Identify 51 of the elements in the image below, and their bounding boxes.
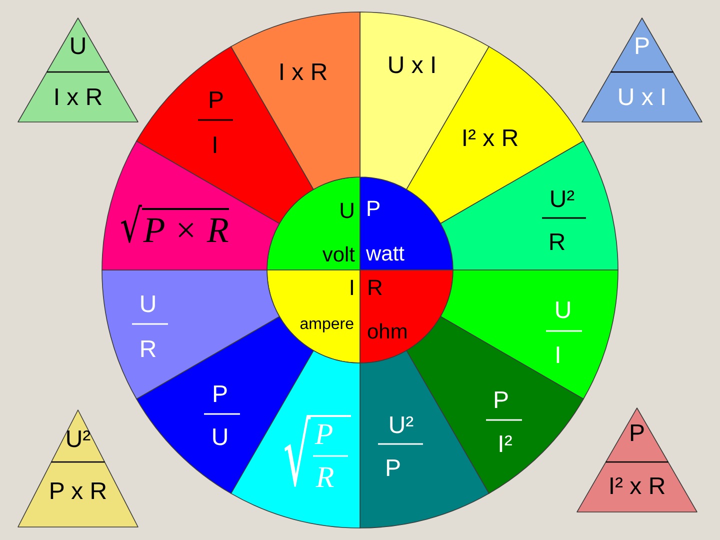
formula: P x R — [48, 480, 108, 504]
quantity-symbol: U — [339, 200, 355, 222]
denominator: I² — [498, 433, 512, 457]
formula: U x I — [617, 86, 667, 110]
denominator: R — [139, 338, 157, 362]
formula-triangle — [17, 409, 139, 528]
denominator: R — [548, 231, 566, 255]
center-quadrant — [359, 176, 454, 271]
wheel-sector — [229, 349, 362, 529]
unit-label: ampere — [300, 317, 354, 333]
formula: I² x R — [461, 127, 519, 151]
quantity-symbol: P — [366, 198, 381, 220]
formula: I x R — [278, 61, 328, 85]
quantity-symbol: I — [348, 277, 355, 299]
numerator: U² — [549, 188, 575, 212]
radicand: P × R — [143, 212, 229, 248]
quantity-symbol: P — [634, 35, 650, 59]
radical-sign: √ — [283, 413, 311, 499]
formula-triangle — [17, 17, 139, 123]
center-quadrant — [359, 269, 454, 364]
denominator: U — [211, 426, 229, 450]
wheel-sector — [405, 45, 585, 225]
quantity-symbol: U² — [65, 428, 91, 452]
formula: U x I — [387, 54, 437, 78]
formula-triangle — [576, 407, 698, 513]
numerator: P — [493, 389, 509, 413]
unit-label: watt — [366, 244, 405, 264]
numerator: U — [139, 293, 157, 317]
denominator: R — [316, 463, 334, 493]
unit-label: ohm — [367, 322, 408, 342]
quantity-symbol: P — [629, 422, 645, 446]
quantity-symbol: R — [367, 277, 383, 299]
center-quadrant — [266, 176, 361, 271]
denominator: P — [385, 457, 401, 481]
denominator: I — [212, 134, 218, 158]
wheel-sector — [229, 11, 361, 191]
wheel-sector — [359, 349, 490, 529]
numerator: U² — [388, 414, 414, 438]
unit-label: volt — [322, 244, 355, 266]
radical-sign: √ — [120, 203, 142, 249]
formula: I x R — [53, 86, 103, 110]
numerator: P — [208, 89, 224, 113]
center-quadrant — [266, 269, 361, 364]
numerator: P — [212, 383, 228, 407]
quantity-symbol: U — [69, 35, 87, 59]
formula: I² x R — [608, 475, 666, 499]
wheel-sector — [101, 269, 281, 401]
numerator: U — [554, 299, 572, 323]
denominator: I — [554, 344, 562, 368]
formula-triangle — [581, 17, 703, 123]
numerator: P — [314, 420, 334, 450]
